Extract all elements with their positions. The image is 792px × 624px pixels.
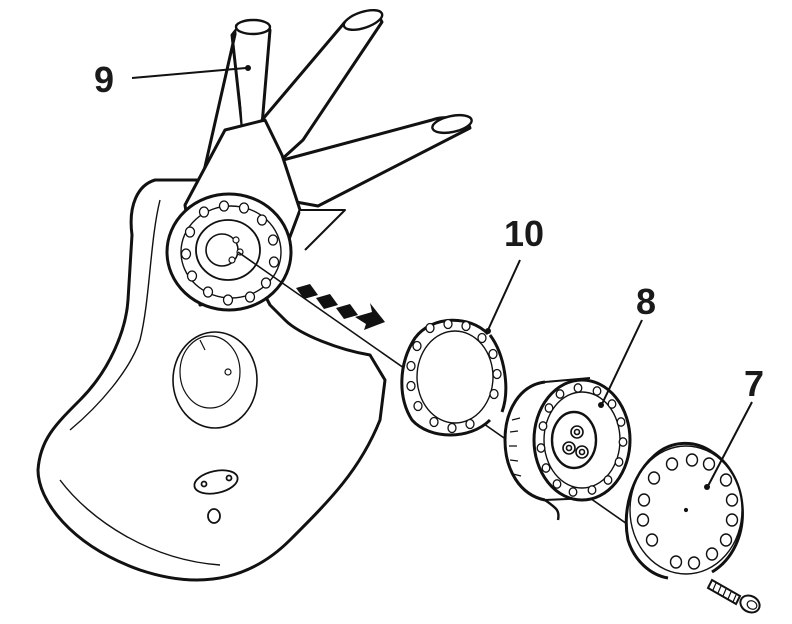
- callout-7: 7: [704, 363, 764, 490]
- callout-10: 10: [485, 213, 544, 334]
- bolt: [706, 578, 761, 614]
- callout-label-7: 7: [744, 363, 764, 404]
- callout-9: 9: [94, 59, 251, 100]
- direction-arrow: [296, 284, 385, 330]
- callout-8: 8: [598, 281, 656, 408]
- spider-arms: [183, 8, 473, 307]
- cover-plate: [624, 441, 744, 580]
- callout-label-8: 8: [636, 281, 656, 322]
- callout-label-10: 10: [504, 213, 544, 254]
- spider-flange: [165, 192, 293, 312]
- housing-boss: [172, 331, 258, 429]
- housing-port: [193, 469, 239, 524]
- gasket-ring: [400, 318, 508, 437]
- hub-coupling: [503, 377, 632, 521]
- callout-label-9: 9: [94, 59, 114, 100]
